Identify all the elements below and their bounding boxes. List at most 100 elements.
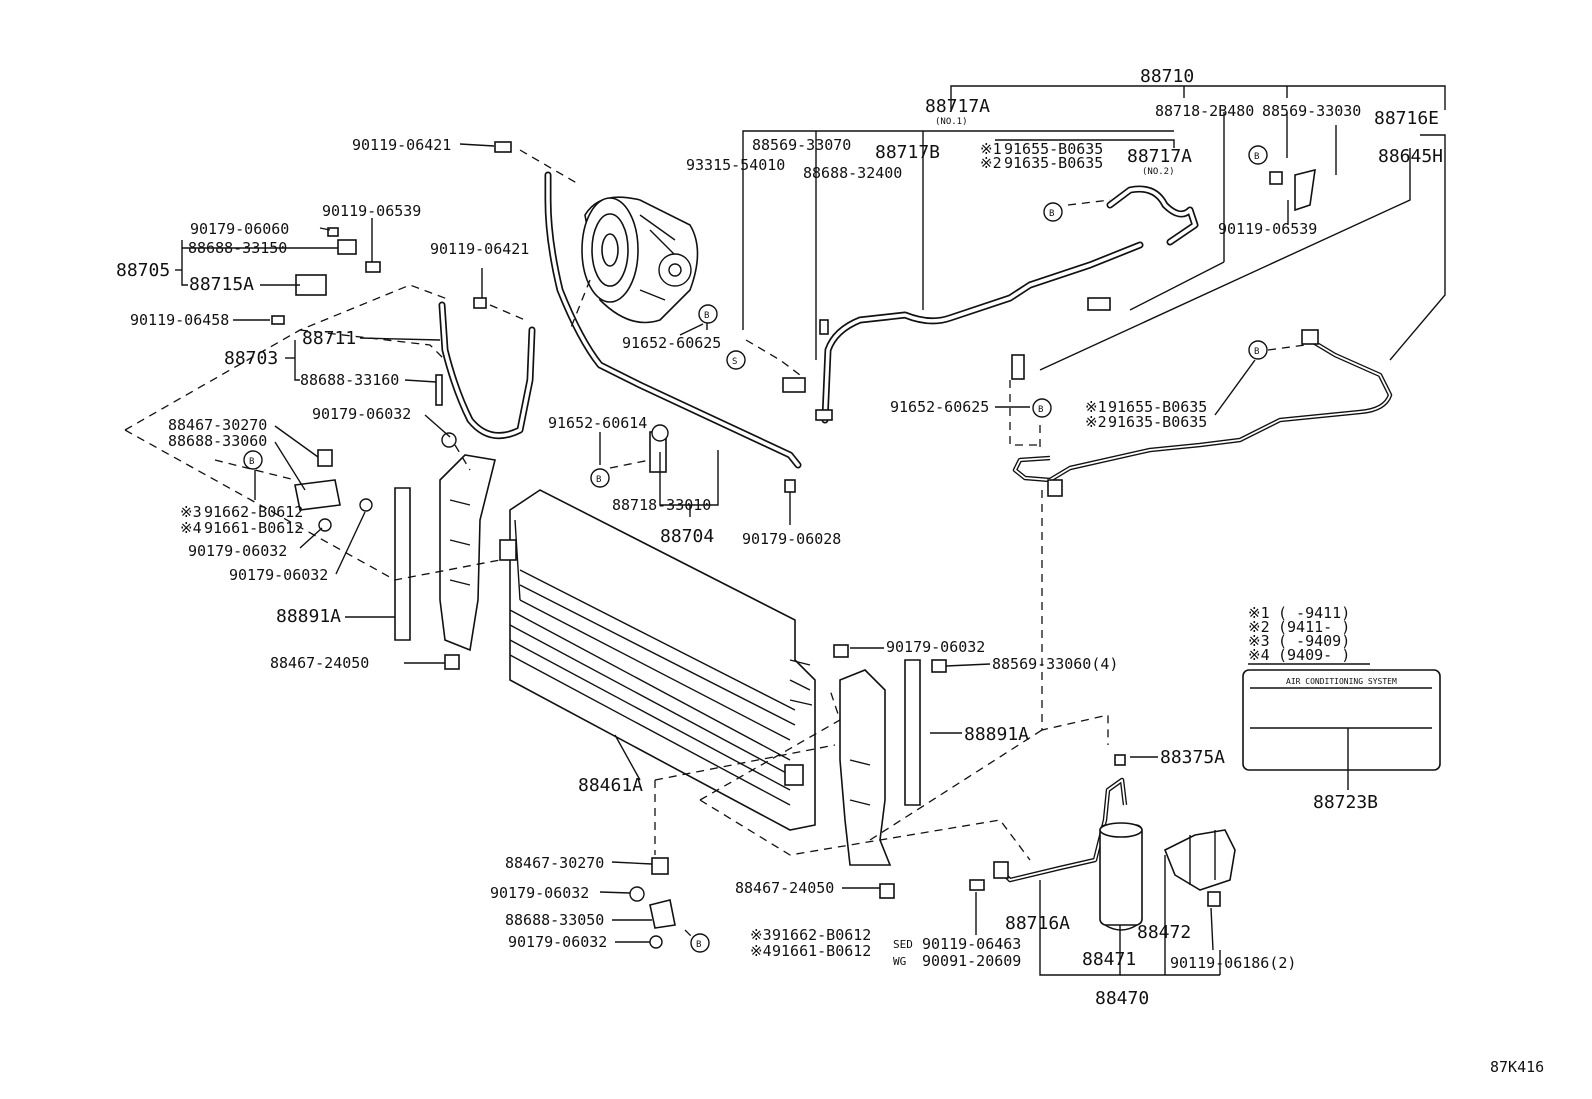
marker-b-7: B bbox=[1032, 398, 1052, 418]
piping bbox=[438, 171, 1393, 883]
label-88718-2B480: 88718-2B480 bbox=[1155, 102, 1254, 120]
marker-b-6: B bbox=[1248, 340, 1268, 360]
marker-b-8: B bbox=[690, 933, 710, 953]
svg-text:※4: ※4 bbox=[1248, 646, 1270, 664]
year-legend: ※1 ( -9411) ※2 (9411- ) ※3 ( -9409) ※4 (… bbox=[1248, 604, 1370, 665]
label-90091-20609: 90091-20609 bbox=[922, 952, 1021, 970]
marker-b-1: B bbox=[698, 304, 718, 324]
label-88569-33060: 88569-33060(4) bbox=[992, 655, 1118, 673]
svg-text:※1: ※1 bbox=[1248, 604, 1270, 622]
svg-text:B: B bbox=[696, 940, 701, 950]
svg-text:S: S bbox=[732, 357, 737, 367]
label-90119-06186: 90119-06186(2) bbox=[1170, 954, 1296, 972]
label-88710: 88710 bbox=[1140, 66, 1194, 87]
label-88711: 88711 bbox=[302, 328, 356, 349]
label-88717B: 88717B bbox=[875, 142, 940, 163]
info-plate: AIR CONDITIONING SYSTEM bbox=[1242, 669, 1441, 771]
svg-text:※3: ※3 bbox=[1248, 632, 1270, 650]
label-88715A: 88715A bbox=[189, 274, 254, 295]
label-88703: 88703 bbox=[224, 348, 278, 369]
label-90179-06032-b: 90179-06032 bbox=[188, 542, 287, 560]
marker-b-3: B bbox=[243, 450, 263, 470]
marker-3-bottom: ※3 bbox=[750, 926, 772, 944]
svg-text:B: B bbox=[1254, 347, 1259, 357]
label-88716A: 88716A bbox=[1005, 913, 1070, 934]
marker-s-1: S bbox=[726, 350, 746, 370]
fasteners bbox=[271, 141, 1319, 949]
label-88461A: 88461A bbox=[578, 775, 643, 796]
marker-b-5: B bbox=[1248, 145, 1268, 165]
label-90119-06539-right: 90119-06539 bbox=[1218, 220, 1317, 238]
label-88645H: 88645H bbox=[1378, 146, 1443, 167]
marker-b-4: B bbox=[1043, 202, 1063, 222]
label-90119-06421-mid: 90119-06421 bbox=[430, 240, 529, 258]
label-91655-B0635-top: 91655-B0635 bbox=[1004, 140, 1103, 158]
label-91635-B0635-mid: 91635-B0635 bbox=[1108, 413, 1207, 431]
label-88467-24050-top: 88467-24050 bbox=[270, 654, 369, 672]
label-88704: 88704 bbox=[660, 526, 714, 547]
label-no1: (NO.1) bbox=[935, 117, 968, 127]
label-sed: SED bbox=[893, 938, 913, 951]
label-88688-33150: 88688-33150 bbox=[188, 239, 287, 257]
label-90119-06458: 90119-06458 bbox=[130, 311, 229, 329]
label-88891A-left: 88891A bbox=[276, 606, 341, 627]
svg-text:B: B bbox=[1049, 209, 1054, 219]
svg-text:B: B bbox=[1038, 405, 1043, 415]
label-93315-54010: 93315-54010 bbox=[686, 156, 785, 174]
label-88471: 88471 bbox=[1082, 949, 1136, 970]
condenser bbox=[499, 489, 816, 831]
top-callout-tree bbox=[742, 85, 1446, 371]
label-90179-06032-d: 90179-06032 bbox=[886, 638, 985, 656]
label-88467-30270-bottom: 88467-30270 bbox=[505, 854, 604, 872]
label-90119-06463: 90119-06463 bbox=[922, 935, 1021, 953]
label-90179-06028: 90179-06028 bbox=[742, 530, 841, 548]
label-88688-33050: 88688-33050 bbox=[505, 911, 604, 929]
dashed-leaders bbox=[124, 149, 1306, 941]
label-88891A-right: 88891A bbox=[964, 724, 1029, 745]
label-88688-32400: 88688-32400 bbox=[803, 164, 902, 182]
marker-2-top: ※2 bbox=[980, 154, 1002, 172]
label-88472: 88472 bbox=[1137, 922, 1191, 943]
label-91652-60625-left: 91652-60625 bbox=[622, 334, 721, 352]
leader-lines bbox=[175, 143, 1349, 976]
label-88467-30270-top: 88467-30270 bbox=[168, 416, 267, 434]
label-91652-60625-right: 91652-60625 bbox=[890, 398, 989, 416]
label-88718-33010: 88718-33010 bbox=[612, 496, 711, 514]
label-88688-33160: 88688-33160 bbox=[300, 371, 399, 389]
svg-text:B: B bbox=[704, 311, 709, 321]
label-88688-33060: 88688-33060 bbox=[168, 432, 267, 450]
label-90179-06032-f: 90179-06032 bbox=[508, 933, 607, 951]
marker-4-bottom: ※4 bbox=[750, 942, 772, 960]
label-no2: (NO.2) bbox=[1142, 167, 1175, 177]
compressor bbox=[581, 196, 699, 324]
svg-text:B: B bbox=[249, 457, 254, 467]
label-88470: 88470 bbox=[1095, 988, 1149, 1009]
label-90179-06060: 90179-06060 bbox=[190, 220, 289, 238]
svg-text:B: B bbox=[596, 475, 601, 485]
plate-title: AIR CONDITIONING SYSTEM bbox=[1286, 677, 1397, 686]
label-90119-06421-top: 90119-06421 bbox=[352, 136, 451, 154]
svg-text:(9409- ): (9409- ) bbox=[1278, 646, 1350, 664]
right-bracket bbox=[839, 659, 921, 866]
left-bracket bbox=[394, 454, 496, 652]
label-88723B: 88723B bbox=[1313, 792, 1378, 813]
label-91655-B0635-mid: 91655-B0635 bbox=[1108, 398, 1207, 416]
figure-code: 87K416 bbox=[1490, 1058, 1544, 1076]
circled-markers: B S B B B B B B B bbox=[243, 145, 1268, 953]
svg-text:(9411- ): (9411- ) bbox=[1278, 618, 1350, 636]
part-labels: 88710 88717A (NO.1) 88718-2B480 88569-33… bbox=[116, 66, 1544, 1076]
marker-4-left: ※4 bbox=[180, 519, 202, 537]
label-88705: 88705 bbox=[116, 260, 170, 281]
label-90119-06539-left: 90119-06539 bbox=[322, 202, 421, 220]
label-88375A: 88375A bbox=[1160, 747, 1225, 768]
label-91652-60614: 91652-60614 bbox=[548, 414, 647, 432]
marker-b-2: B bbox=[590, 468, 610, 488]
label-88716E: 88716E bbox=[1374, 108, 1439, 129]
label-90179-06032-a: 90179-06032 bbox=[312, 405, 411, 423]
label-88467-24050-bottom: 88467-24050 bbox=[735, 879, 834, 897]
marker-2-mid: ※2 bbox=[1085, 413, 1107, 431]
svg-text:( -9411): ( -9411) bbox=[1278, 604, 1350, 622]
svg-text:※2: ※2 bbox=[1248, 618, 1270, 636]
label-91662-B0612-left: 91662-B0612 bbox=[204, 503, 303, 521]
